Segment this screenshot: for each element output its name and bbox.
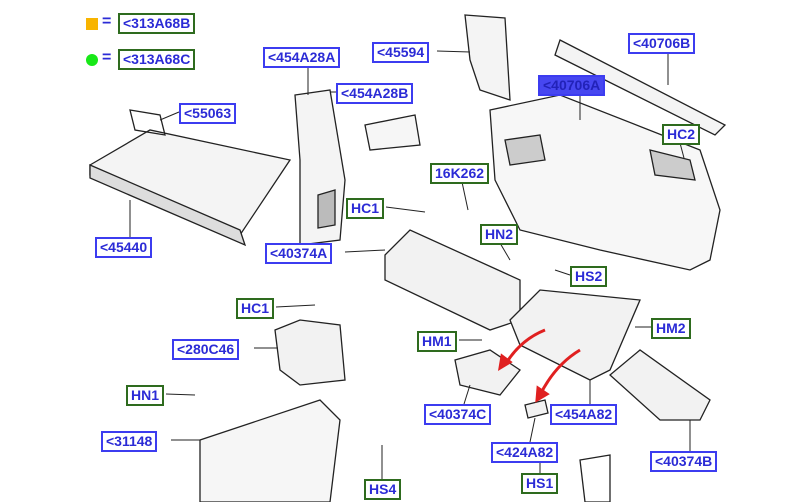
bracket-280C46-part (274, 319, 346, 386)
part-label-45594[interactable]: <45594 (372, 42, 430, 63)
part-label-hs4[interactable]: HS4 (364, 479, 402, 500)
part-label-hn1[interactable]: HN1 (126, 385, 165, 406)
part-label-hc1[interactable]: HC1 (236, 298, 275, 319)
part-label-454A28A[interactable]: <454A28A (263, 47, 341, 68)
part-label-55063[interactable]: <55063 (179, 103, 237, 124)
part-label-454A28B[interactable]: <454A28B (336, 83, 414, 104)
part-label-hs2[interactable]: HS2 (570, 266, 608, 287)
legend-equals: = (102, 49, 112, 66)
quarter-panel-40706A-part (489, 94, 721, 271)
load-cover-part (89, 109, 292, 247)
pillar-trim-part (294, 89, 346, 246)
side-panel-31148-part (199, 399, 341, 502)
legend-label-313A68B[interactable]: <313A68B (118, 13, 196, 34)
part-label-454A82[interactable]: <454A82 (550, 404, 618, 425)
clip-424A82-part (524, 399, 549, 419)
green-circle-icon (86, 54, 98, 66)
orange-square-icon (86, 18, 98, 30)
part-label-280C46[interactable]: <280C46 (172, 339, 240, 360)
strip-40706B-part (554, 39, 727, 136)
part-label-hc2[interactable]: HC2 (662, 124, 701, 145)
part-label-hc1[interactable]: HC1 (346, 198, 385, 219)
panel-45594-part (464, 14, 511, 101)
part-label-40374B[interactable]: <40374B (650, 451, 718, 472)
part-label-hs1[interactable]: HS1 (521, 473, 559, 494)
plate-40374B-part (609, 349, 711, 421)
part-label-40374A[interactable]: <40374A (265, 243, 333, 264)
part-label-40706A[interactable]: <40706A (538, 75, 606, 96)
part-label-424A82[interactable]: <424A82 (491, 442, 559, 463)
part-label-hm1[interactable]: HM1 (417, 331, 457, 352)
part-label-16K262[interactable]: 16K262 (430, 163, 490, 184)
legend-equals: = (102, 13, 112, 30)
part-label-40374C[interactable]: <40374C (424, 404, 492, 425)
part-label-40706B[interactable]: <40706B (628, 33, 696, 54)
legend-label-313A68C[interactable]: <313A68C (118, 49, 196, 70)
part-label-hn2[interactable]: HN2 (480, 224, 519, 245)
part-hs1-area (579, 454, 611, 502)
part-label-hm2[interactable]: HM2 (651, 318, 691, 339)
part-label-45440[interactable]: <45440 (95, 237, 153, 258)
part-label-31148[interactable]: <31148 (101, 431, 158, 452)
panel-454A28B-part (364, 114, 421, 151)
scuff-plate-40374A-part (384, 229, 521, 331)
red-arrows (497, 328, 581, 403)
